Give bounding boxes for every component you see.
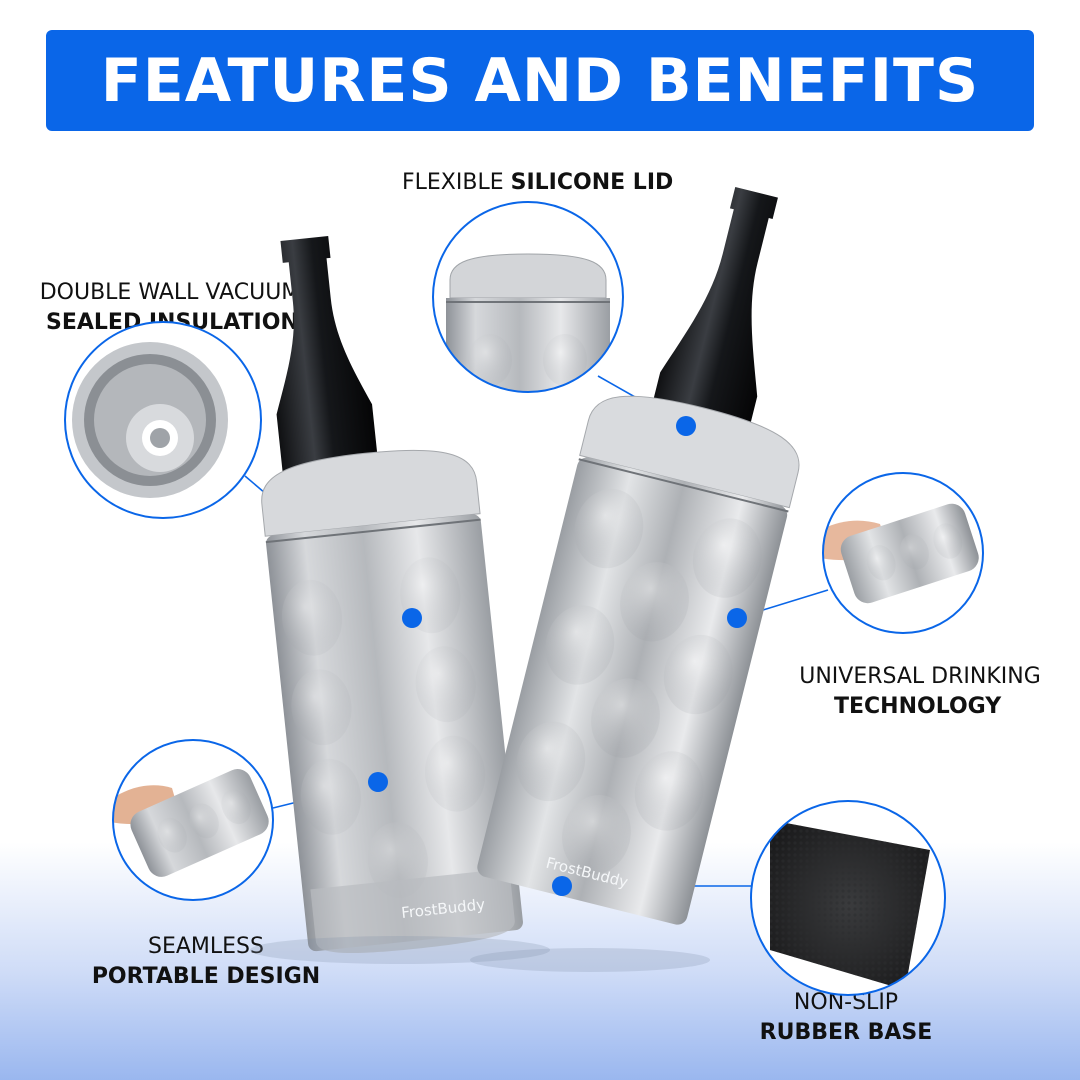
left-cooler: FrostBuddy	[261, 235, 523, 954]
zoom-circle-icon	[112, 739, 274, 901]
zoom-circle-base	[750, 800, 946, 996]
zoom-circle-icon	[432, 201, 624, 393]
label-portable-bold: PORTABLE DESIGN	[91, 964, 321, 989]
leader-dot-icon	[552, 876, 572, 896]
label-silicone-lid: FLEXIBLE SILICONE LID	[402, 168, 673, 198]
label-silicone-lid-bold: SILICONE LID	[510, 170, 674, 195]
zoom-circle-icon	[64, 321, 262, 519]
label-drinking-light: UNIVERSAL DRINKING	[799, 664, 1041, 689]
label-insulation-light: DOUBLE WALL VACUUM	[39, 280, 301, 305]
label-base: NON-SLIP RUBBER BASE	[756, 988, 936, 1048]
left-bottle-neck	[276, 235, 380, 484]
right-dimples	[516, 488, 762, 875]
label-portable-light: SEAMLESS	[148, 934, 264, 959]
zoom-circle-drinking	[822, 472, 984, 634]
right-cooler: FrostBuddy	[477, 186, 800, 925]
page-title: FEATURES AND BENEFITS	[100, 45, 980, 116]
leader-dot-icon	[727, 608, 747, 628]
label-drinking: UNIVERSAL DRINKING TECHNOLOGY	[786, 662, 1054, 722]
zoom-circle-icon	[750, 800, 946, 996]
leader-dot-icon	[676, 416, 696, 436]
zoom-circle-icon	[822, 472, 984, 634]
label-silicone-lid-light: FLEXIBLE	[402, 170, 511, 195]
label-base-bold: RUBBER BASE	[759, 1020, 933, 1045]
leader-dots	[368, 416, 747, 896]
zoom-circle-insulation	[64, 321, 262, 519]
right-cooler-lid	[579, 395, 800, 509]
leader-dot-icon	[402, 608, 422, 628]
zoom-circle-lid	[432, 201, 624, 393]
left-cooler-lid	[261, 449, 481, 537]
leader-dot-icon	[368, 772, 388, 792]
right-bottle-neck	[645, 186, 778, 455]
header-banner: FEATURES AND BENEFITS	[46, 30, 1034, 131]
label-portable: SEAMLESS PORTABLE DESIGN	[90, 932, 322, 992]
zoom-circle-portable	[112, 739, 274, 901]
label-drinking-bold: TECHNOLOGY	[834, 694, 1002, 719]
